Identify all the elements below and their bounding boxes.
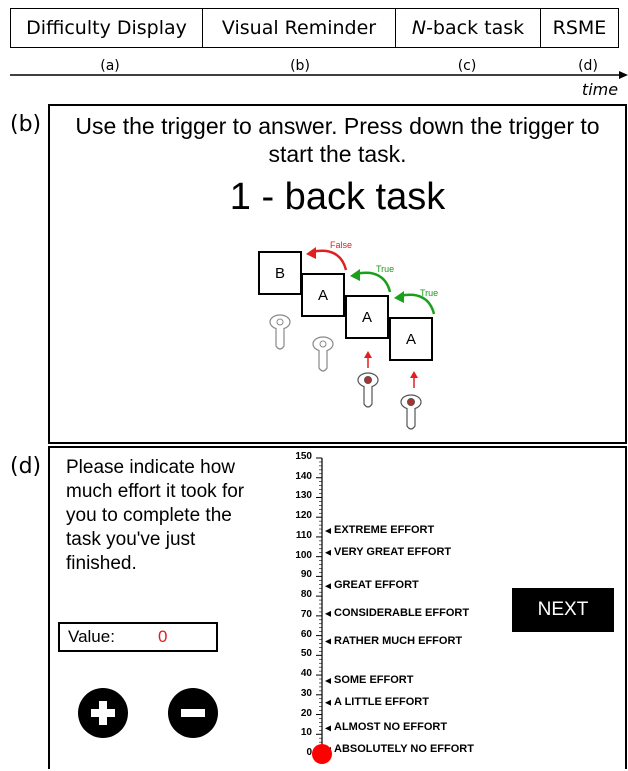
value-number: 0	[158, 627, 168, 646]
stage-label-c: (c)	[457, 58, 477, 74]
stimulus-card-2: A	[301, 273, 345, 317]
anchor-label: GREAT EFFORT	[334, 579, 419, 592]
instruction-text: Use the trigger to answer. Press down th…	[75, 113, 600, 167]
time-axis	[10, 71, 628, 79]
tick-label: 120	[295, 510, 312, 522]
anchor-label: VERY GREAT EFFORT	[334, 545, 452, 558]
vr-controller-icon	[312, 336, 334, 372]
panel-b-letter: (b)	[10, 112, 42, 137]
up-arrow-icon	[410, 371, 418, 388]
stimulus-card-3: A	[345, 295, 389, 339]
tick-label: 0	[306, 747, 312, 758]
anchor-pointer-icon	[325, 677, 331, 684]
minus-icon	[181, 709, 205, 717]
tick-label: 110	[295, 529, 312, 541]
up-arrow-icon	[364, 351, 372, 368]
stage-label-a: (a)	[100, 58, 120, 74]
tick-label: 150	[295, 451, 312, 462]
arrow-label-false: False	[330, 240, 353, 250]
plus-icon	[91, 701, 115, 725]
arrow-label-true-2: True	[420, 288, 439, 298]
stage-name: Difficulty Display	[26, 17, 187, 39]
task-title: 1 - back task	[229, 176, 446, 218]
tick-label: 80	[300, 589, 312, 601]
arrow-false	[306, 247, 348, 271]
anchor-label: ABSOLUTELY NO EFFORT	[334, 743, 474, 756]
scale-marker	[312, 744, 332, 764]
tick-label: 40	[300, 668, 312, 680]
value-label: Value:	[68, 627, 115, 646]
vr-controller-icon	[269, 314, 291, 350]
stage-name: Visual Reminder	[221, 17, 377, 39]
stage-rsme: RSME	[540, 8, 619, 48]
tick-label: 10	[300, 727, 312, 739]
anchor-label: SOME EFFORT	[334, 673, 414, 686]
anchor-pointer-icon	[325, 528, 331, 535]
vr-controller-icon	[400, 394, 422, 430]
anchor-pointer-icon	[325, 610, 331, 617]
stimulus-card-4: A	[389, 317, 433, 361]
anchor-label: ALMOST NO EFFORT	[334, 721, 448, 734]
tick-label: 140	[295, 470, 312, 482]
vr-controller-icon	[357, 372, 379, 408]
stage-name: RSME	[552, 17, 607, 39]
stage-name-rest: -back task	[426, 17, 525, 39]
anchor-label: EXTREME EFFORT	[334, 524, 435, 536]
stage-label-d: (d)	[578, 58, 598, 74]
rsme-question: Please indicate how much effort it took …	[66, 457, 245, 574]
n-back-illustration	[269, 247, 436, 430]
increment-button[interactable]	[78, 688, 128, 738]
stimulus-card-1: B	[258, 251, 302, 295]
tick-label: 90	[300, 569, 312, 581]
anchor-pointer-icon	[325, 638, 331, 645]
value-display: Value: 0	[58, 622, 218, 652]
stage-n-back-task: N-back task	[395, 8, 541, 48]
anchor-pointer-icon	[325, 583, 331, 590]
time-arrow-icon	[619, 71, 628, 79]
arrow-true-2	[394, 291, 436, 315]
tick-label: 100	[295, 549, 312, 561]
arrow-label-true-1: True	[376, 264, 395, 274]
panel-d-rsme: Please indicate how much effort it took …	[48, 446, 627, 769]
stage-name-italic: N	[411, 17, 427, 39]
tick-label: 70	[300, 608, 312, 620]
time-axis-label: time	[581, 80, 619, 99]
stage-label-b: (b)	[290, 58, 310, 74]
anchor-pointer-icon	[325, 725, 331, 732]
panel-d-letter: (d)	[10, 454, 42, 479]
tick-label: 50	[300, 648, 312, 660]
tick-label: 60	[300, 628, 312, 640]
tick-label: 130	[295, 490, 312, 502]
anchor-label: RATHER MUCH EFFORT	[334, 634, 463, 647]
arrow-true-1	[350, 269, 392, 293]
next-button[interactable]: NEXT	[512, 588, 614, 632]
tick-label: 30	[300, 687, 312, 699]
anchor-pointer-icon	[325, 699, 331, 706]
anchor-label: CONSIDERABLE EFFORT	[334, 606, 470, 619]
tick-label: 20	[300, 707, 312, 719]
decrement-button[interactable]	[168, 688, 218, 738]
scale-axis	[312, 457, 332, 764]
anchor-pointer-icon	[325, 549, 331, 556]
panel-b-visual-reminder: Use the trigger to answer. Press down th…	[48, 104, 627, 444]
anchor-label: A LITTLE EFFORT	[334, 695, 429, 708]
